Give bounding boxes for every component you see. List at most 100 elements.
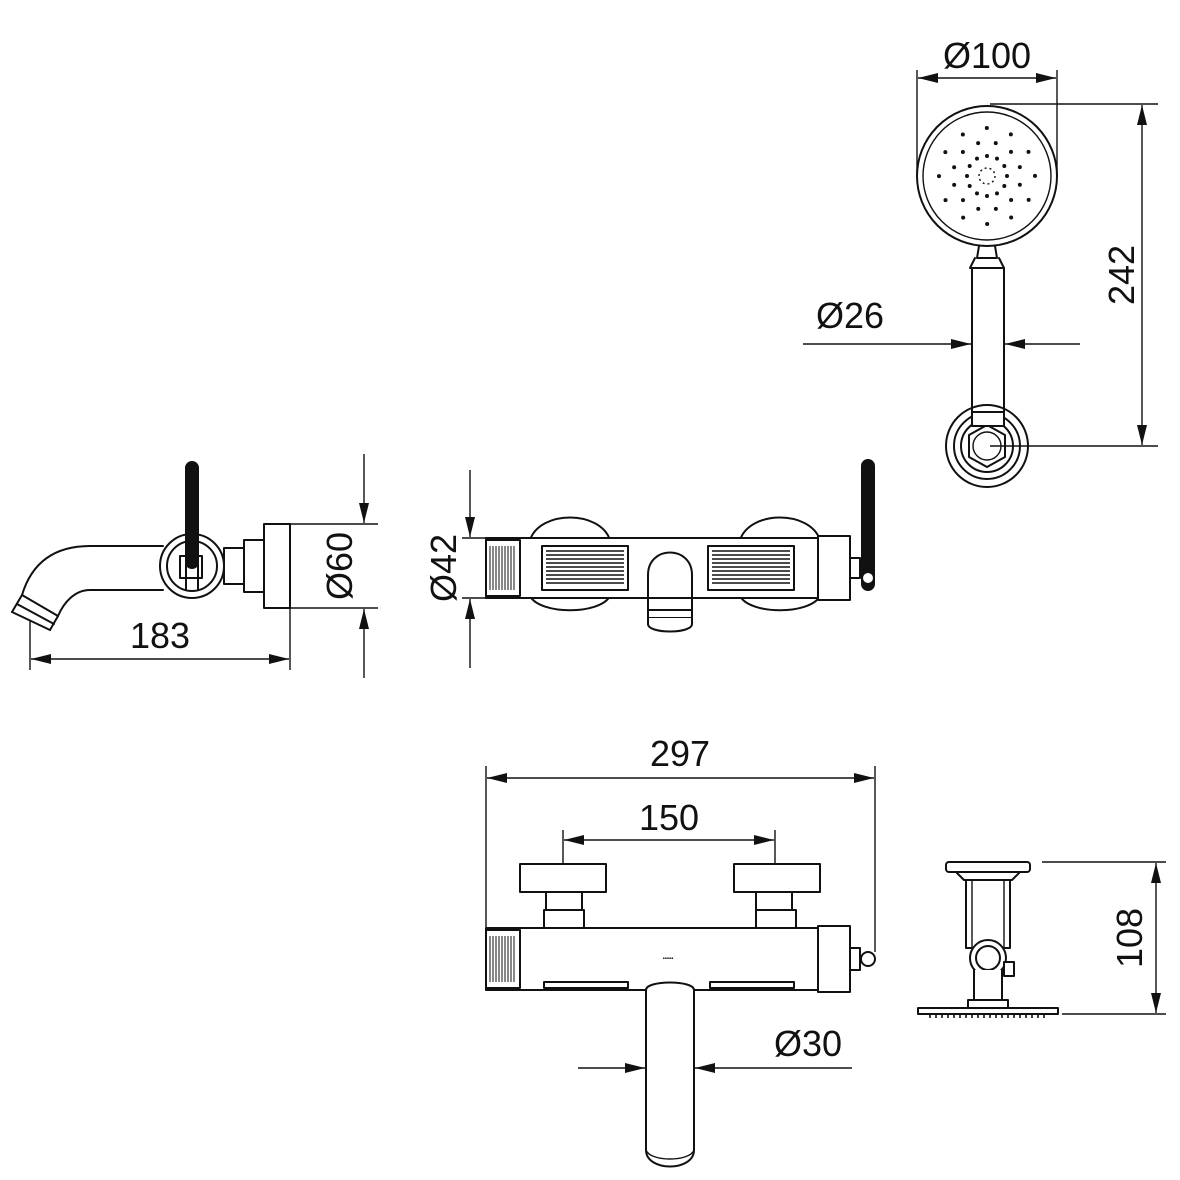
holder-view [917, 861, 1059, 1018]
front-left-cap [485, 929, 521, 989]
front-connector-left-upper [545, 891, 583, 911]
dim-spout-diameter: Ø30 [578, 1023, 852, 1073]
dim-connection-centres: 150 [562, 797, 776, 864]
dim-handle-diameter: Ø26 [803, 295, 1080, 349]
shower-head-inner-ring [922, 111, 1052, 241]
top-spout-tip [647, 617, 693, 633]
label-holder-height: 108 [1109, 908, 1150, 968]
spout-top-edge [21, 545, 164, 596]
dim-body-diameter: Ø42 [423, 470, 486, 668]
nozzle-dot [952, 182, 957, 187]
front-spout [645, 981, 695, 1168]
nozzle-dot [1032, 173, 1037, 178]
top-left-cap-ribs [489, 546, 515, 590]
front-cap-ribs [489, 936, 515, 982]
nozzle-dot [985, 221, 990, 226]
nozzle-center-ring [978, 167, 996, 185]
body-neck [223, 547, 245, 585]
shower-handle [971, 267, 1005, 413]
front-strip-right [709, 981, 795, 989]
holder-top-lip [955, 871, 1021, 881]
top-grille-left [541, 545, 629, 591]
nozzle-dot [965, 174, 969, 178]
nozzle-dot [975, 156, 979, 161]
front-right-cap [817, 925, 851, 993]
label-flange-diameter: Ø60 [319, 532, 360, 600]
nozzle-dot [975, 191, 979, 196]
label-spout-diameter: Ø30 [774, 1023, 842, 1064]
holder-stem [973, 969, 1003, 1003]
front-body [485, 927, 819, 991]
nozzle-dot [976, 206, 981, 211]
top-lever-pivot [861, 571, 875, 585]
top-lever [861, 459, 875, 591]
front-view: ▪▪▪▪▪ [485, 863, 876, 1168]
shower-nozzles [937, 126, 1037, 226]
knob-square [179, 555, 203, 579]
front-wall-plate-left [519, 863, 607, 893]
nozzle-dot [993, 206, 998, 211]
nozzle-dot [1009, 197, 1014, 202]
front-lever-pivot [860, 951, 876, 967]
nozzle-dot [952, 165, 957, 170]
label-handle-diameter: Ø26 [816, 295, 884, 336]
dim-head-diameter: Ø100 [916, 35, 1058, 176]
front-spout-tip [645, 1149, 695, 1160]
nozzle-dot [1017, 165, 1022, 170]
nozzle-dot [1008, 149, 1013, 154]
nozzle-dot [1002, 164, 1007, 168]
label-overall-width: 297 [650, 733, 710, 774]
dim-holder-height: 108 [1042, 861, 1166, 1015]
top-flange-right-lower [739, 595, 821, 612]
front-connector-right-upper [755, 891, 793, 911]
front-strip-left [543, 981, 629, 989]
spout-bottom-edge [57, 589, 164, 617]
top-spout-ring-1 [647, 597, 693, 611]
nozzle-dot [961, 215, 966, 220]
brand-logo-mark: ▪▪▪▪▪ [663, 956, 674, 962]
knob-inner [166, 540, 218, 592]
nozzle-dot [960, 132, 965, 137]
top-spout-base [647, 551, 693, 599]
label-projection: 183 [130, 615, 190, 656]
spout-outlet-sides [11, 594, 59, 631]
nozzle-dot [1008, 132, 1013, 137]
nozzle-dot [967, 184, 972, 188]
holder-base-collar [967, 999, 1009, 1009]
nozzle-dot [960, 150, 965, 155]
wall-flange [263, 523, 291, 609]
nozzle-dot [1005, 174, 1009, 178]
top-flange-left-upper [529, 516, 611, 541]
holder-base-plate [917, 1007, 1059, 1015]
top-right-stub [849, 557, 861, 579]
top-right-cap [817, 535, 851, 601]
label-body-diameter: Ø42 [423, 534, 464, 602]
lever-handle [185, 461, 199, 569]
spout-outlet-1 [21, 594, 59, 617]
nozzle-dot [1017, 182, 1022, 187]
label-connection-centres: 150 [639, 797, 699, 838]
nozzle-dot [984, 126, 989, 131]
nozzle-dot [976, 141, 981, 146]
top-flange-left-lower [529, 595, 611, 612]
nozzle-dot [985, 194, 989, 198]
nozzle-dot [1026, 197, 1031, 202]
label-head-diameter: Ø100 [943, 35, 1031, 76]
nozzle-dot [995, 156, 999, 161]
spout-outlet-2 [16, 603, 55, 625]
shower-neck [976, 245, 998, 259]
holder-base-nozzles [929, 1014, 1045, 1018]
top-flange-right-upper [739, 516, 821, 541]
shower-collar [969, 257, 1005, 269]
front-wall-plate-right [733, 863, 821, 893]
nozzle-dot [993, 141, 998, 146]
dim-flange-diameter: Ø60 [290, 454, 378, 678]
nozzle-dot [943, 150, 948, 155]
nozzle-dot [1009, 215, 1014, 220]
dim-projection: 183 [29, 608, 291, 670]
nozzle-dot [967, 164, 972, 168]
top-grille-lines [546, 550, 790, 584]
dim-overall-width: 297 [485, 733, 876, 952]
hand-shower-view [916, 105, 1058, 488]
